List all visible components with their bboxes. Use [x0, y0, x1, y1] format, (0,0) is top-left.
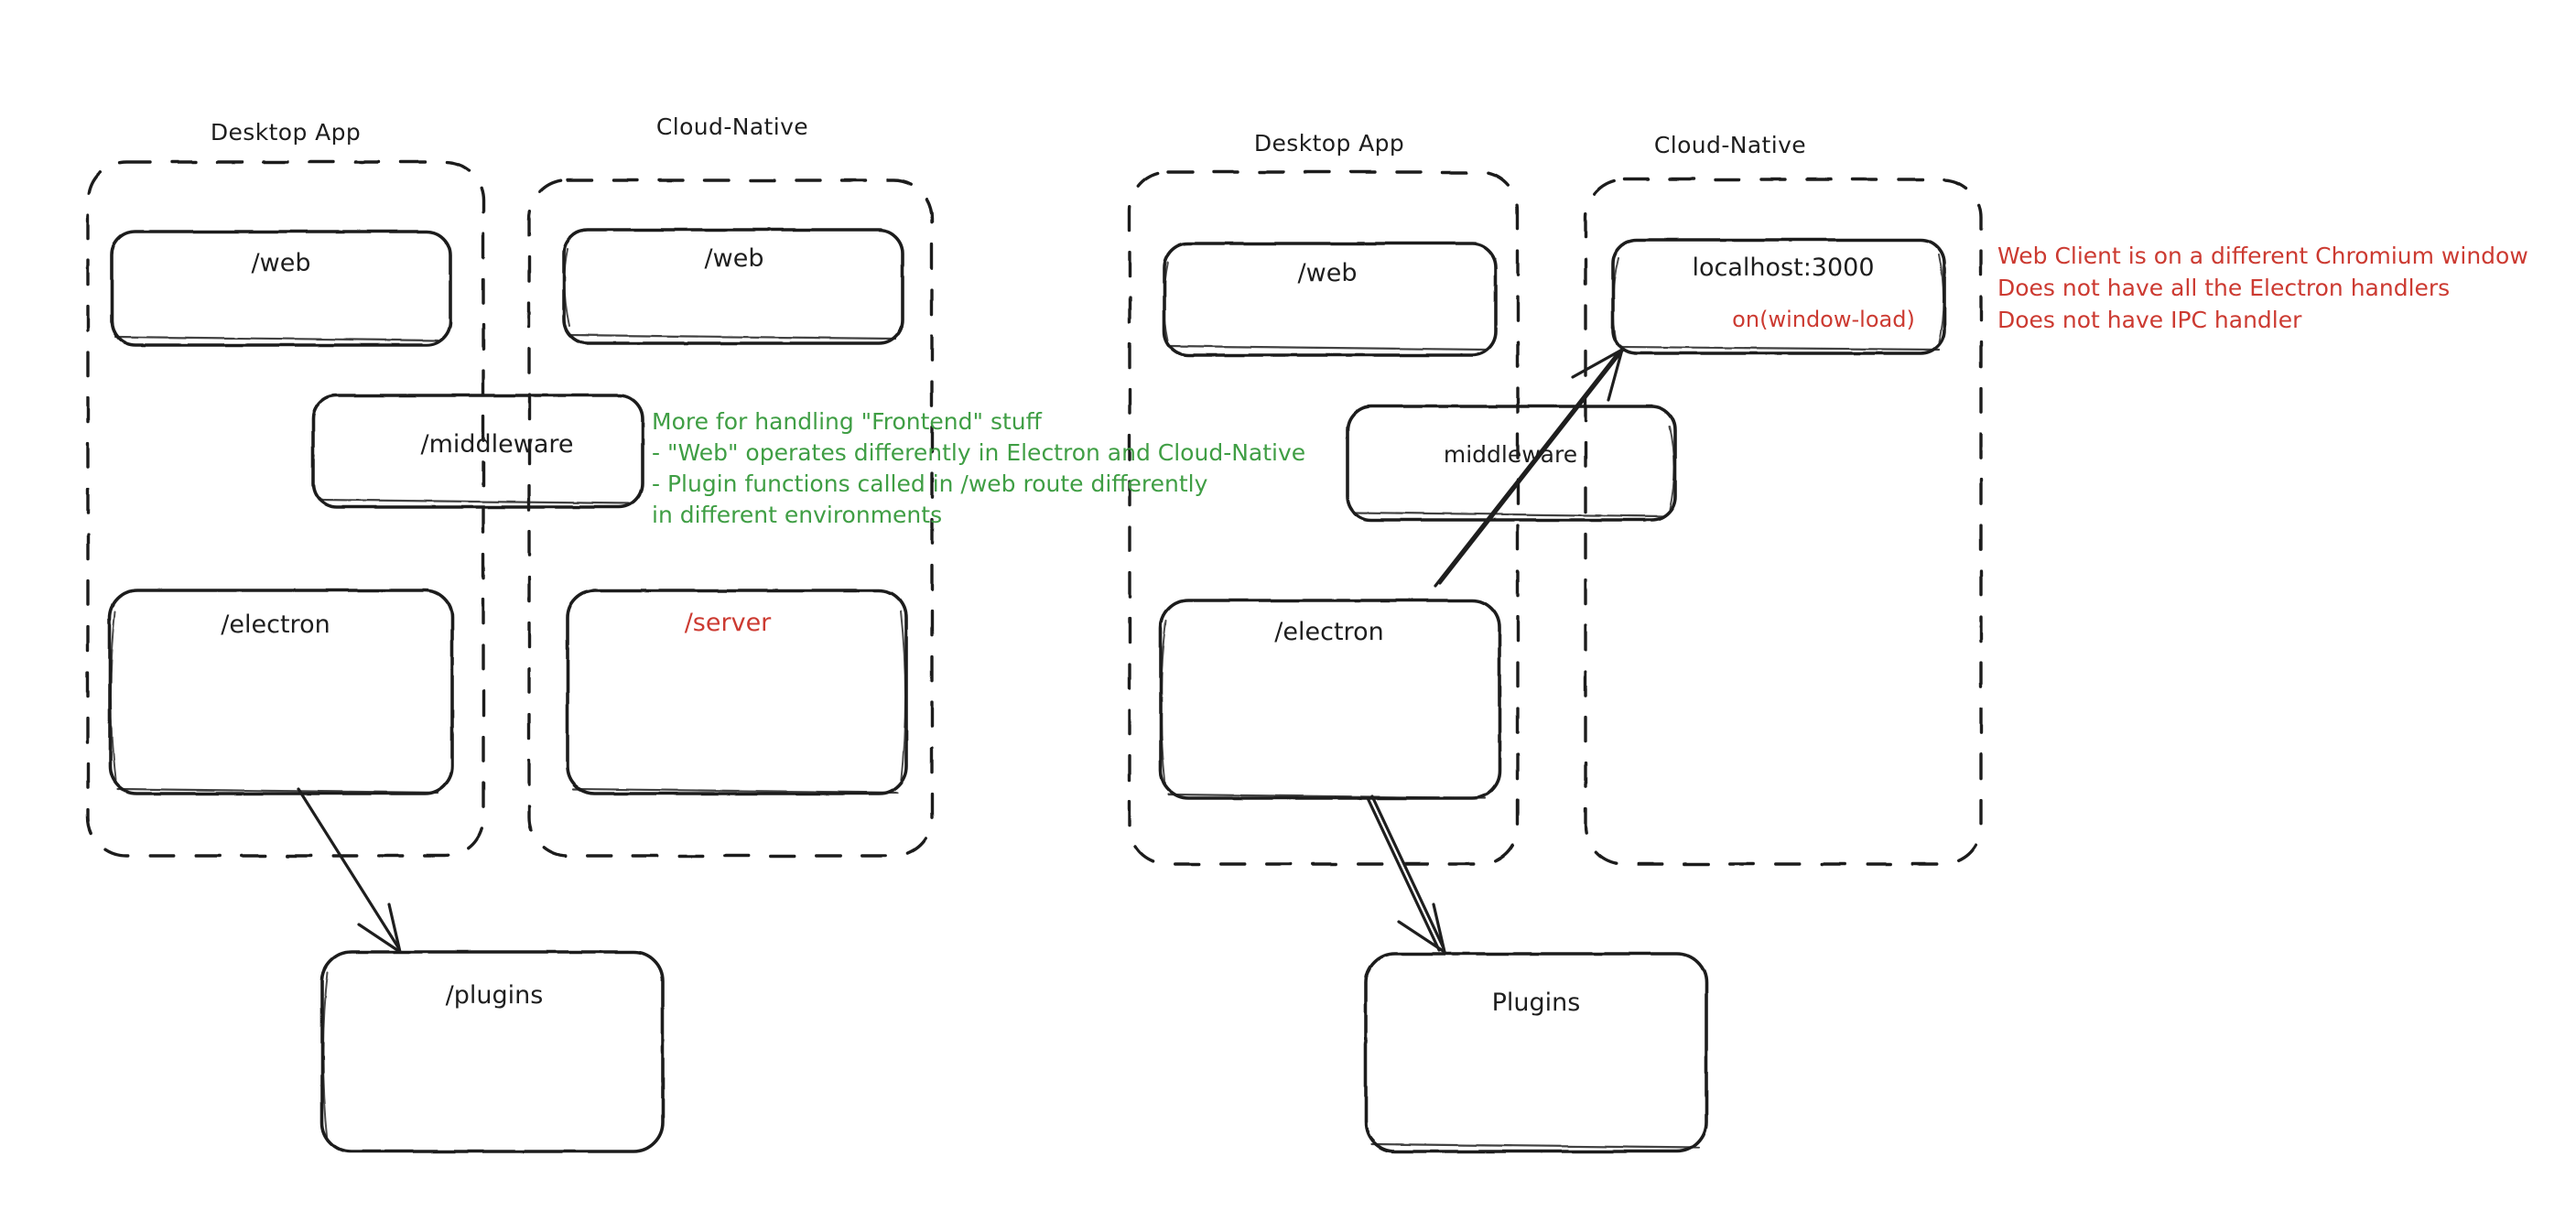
note-left-green-line-1: More for handling "Frontend" stuff: [652, 408, 1042, 435]
box-outline-left-desktop-web[interactable]: [110, 230, 452, 347]
group-title-left-cloud: Cloud-Native: [655, 113, 809, 140]
box-label-left-server: /server: [684, 609, 772, 637]
note-left-green-line-4: in different environments: [652, 502, 943, 528]
group-outline-left-desktop: [86, 160, 485, 858]
arrow-left-electron-to-plugins: [297, 787, 402, 954]
box-label-right-localhost: localhost:3000: [1692, 254, 1875, 282]
box-outline-right-plugins[interactable]: [1364, 952, 1708, 1153]
box-label-left-plugins: /plugins: [445, 981, 544, 1010]
box-label-right-desktop-web: /web: [1297, 259, 1358, 287]
group-title-right-desktop: Desktop App: [1253, 130, 1405, 157]
box-outline-left-middleware[interactable]: [311, 394, 644, 509]
box-outline-right-middleware[interactable]: [1346, 405, 1677, 522]
box-label-right-electron: /electron: [1274, 618, 1384, 646]
group-outline-right-desktop: [1128, 170, 1520, 866]
arrow-right-electron-to-localhost: [1434, 348, 1625, 588]
box-outline-left-server[interactable]: [566, 589, 908, 795]
box-outline-right-electron[interactable]: [1159, 599, 1501, 800]
box-outline-left-cloud-web[interactable]: [562, 228, 904, 345]
group-title-right-cloud: Cloud-Native: [1653, 132, 1807, 158]
note-left-green-line-2: - "Web" operates differently in Electron…: [652, 439, 1306, 466]
note-right-red-line-3: Does not have IPC handler: [1997, 307, 2302, 333]
note-right-red-line-2: Does not have all the Electron handlers: [1997, 275, 2451, 301]
box-sublabel-right-localhost-on-window-load: on(window-load): [1732, 307, 1915, 332]
box-label-right-middleware: middleware: [1443, 441, 1578, 468]
box-outline-right-desktop-web[interactable]: [1163, 242, 1498, 357]
box-label-left-middleware: /middleware: [420, 430, 574, 459]
note-left-green-line-3: - Plugin functions called in /web route …: [652, 470, 1208, 497]
box-label-right-plugins: Plugins: [1491, 989, 1581, 1017]
box-label-left-electron: /electron: [221, 611, 330, 639]
box-outline-left-electron[interactable]: [108, 589, 454, 795]
arrow-right-electron-to-plugins: [1366, 794, 1446, 954]
box-label-left-desktop-web: /web: [251, 249, 311, 277]
box-outline-right-localhost[interactable]: [1611, 238, 1946, 355]
group-title-left-desktop: Desktop App: [210, 119, 362, 146]
group-outline-right-cloud: [1584, 178, 1983, 866]
group-outline-left-cloud: [527, 178, 934, 858]
box-label-left-cloud-web: /web: [704, 244, 764, 273]
box-outline-left-plugins[interactable]: [320, 950, 665, 1153]
note-right-red-line-1: Web Client is on a different Chromium wi…: [1997, 243, 2528, 269]
